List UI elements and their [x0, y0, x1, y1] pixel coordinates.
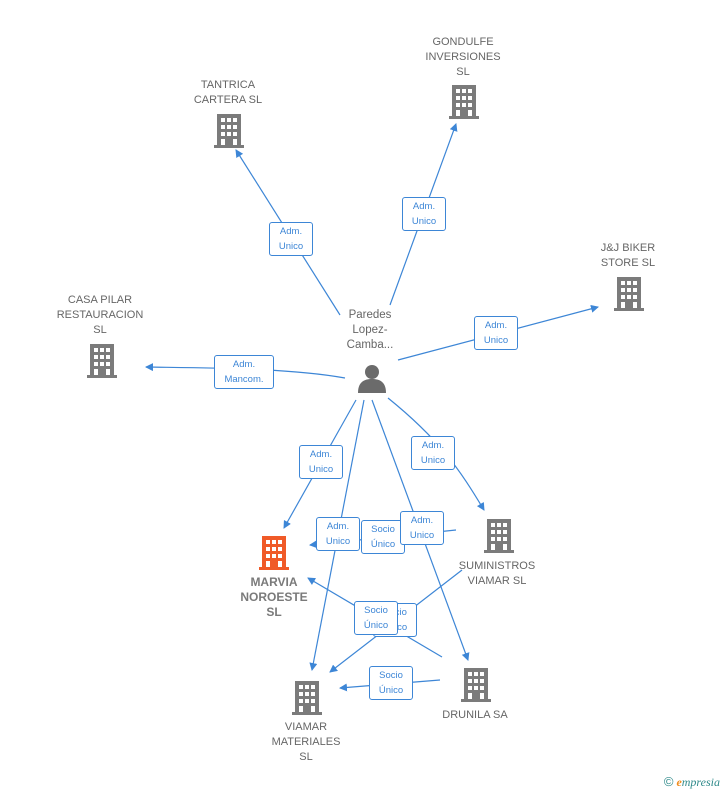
person-icon[interactable]	[357, 363, 387, 393]
building-icon[interactable]	[484, 519, 514, 553]
building-icon[interactable]	[292, 681, 322, 715]
edge-label-casa-pilar: Adm. Mancom.	[214, 355, 274, 389]
edge-label-viamar-adm: Adm. Unico	[316, 517, 360, 551]
empresia-logo[interactable]: ©empresia	[664, 774, 720, 790]
brand-name: mpresia	[681, 775, 720, 789]
brand-initial: e	[676, 775, 682, 789]
building-icon[interactable]	[214, 114, 244, 148]
building-icon[interactable]	[87, 344, 117, 378]
building-icon[interactable]	[449, 85, 479, 119]
company-label-viamar[interactable]: VIAMAR MATERIALES SL	[271, 721, 341, 763]
edge-label-tantrica: Adm. Unico	[269, 222, 313, 256]
company-label-tantrica[interactable]: TANTRICA CARTERA SL	[193, 79, 263, 106]
person-label[interactable]: Paredes Lopez- Camba...	[346, 309, 394, 351]
company-label-casa-pilar[interactable]: CASA PILAR RESTAURACION SL	[56, 294, 144, 336]
edge-label-jj-biker: Adm. Unico	[474, 316, 518, 350]
edge-label-gondulfe: Adm. Unico	[402, 197, 446, 231]
building-icon-highlight[interactable]	[259, 536, 289, 570]
company-label-jj-biker[interactable]: J&J BIKER STORE SL	[600, 242, 656, 269]
building-icon[interactable]	[614, 277, 644, 311]
company-label-gondulfe[interactable]: GONDULFE INVERSIONES SL	[425, 36, 501, 78]
edge-label-sum-marvia: Socio Único	[361, 520, 405, 554]
edge-label-drunila-viamar: Socio Único	[369, 666, 413, 700]
company-label-drunila[interactable]: DRUNILA SA	[442, 709, 508, 721]
edge-label-drunila-adm: Adm. Unico	[400, 511, 444, 545]
edge-label-drunila-marvia: Socio Único	[354, 601, 398, 635]
building-icon[interactable]	[461, 668, 491, 702]
edge-label-marvia: Adm. Unico	[299, 445, 343, 479]
edge-label-suministros: Adm. Unico	[411, 436, 455, 470]
company-label-marvia[interactable]: MARVIA NOROESTE SL	[240, 575, 308, 619]
copyright-icon: ©	[663, 774, 674, 789]
company-label-suministros[interactable]: SUMINISTROS VIAMAR SL	[458, 560, 536, 587]
